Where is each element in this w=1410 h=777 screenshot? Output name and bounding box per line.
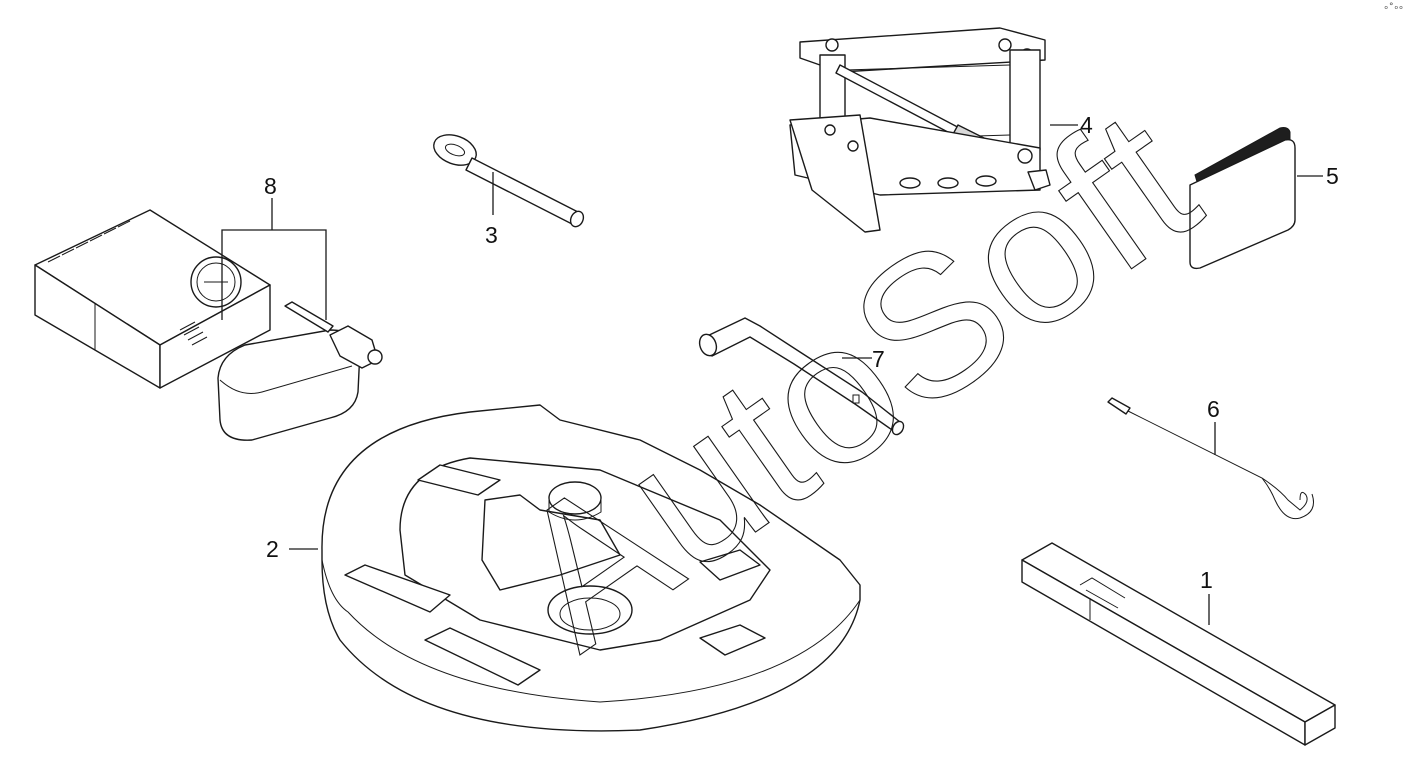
part-3-tow-eye	[433, 134, 585, 228]
part-2-tool-tray	[289, 404, 861, 732]
part-1-wheel-chock	[1021, 542, 1336, 746]
part-7-wheel-brace	[698, 317, 905, 436]
callout-1: 1	[1200, 567, 1213, 593]
callout-3: 3	[485, 222, 498, 248]
callout-4: 4	[1080, 112, 1093, 138]
part-8-compressor-kit	[34, 198, 383, 441]
callout-7: 7	[872, 346, 885, 372]
callout-5: 5	[1326, 163, 1339, 189]
callout-2: 2	[266, 536, 279, 562]
part-5-booklet	[1189, 127, 1323, 270]
corner-mark: ₒ°ₒₒ	[1384, 2, 1404, 12]
callout-6: 6	[1207, 396, 1220, 422]
callout-8: 8	[264, 173, 277, 199]
part-6-hook-rod	[1107, 397, 1314, 520]
part-4-scissor-jack	[789, 27, 1078, 233]
